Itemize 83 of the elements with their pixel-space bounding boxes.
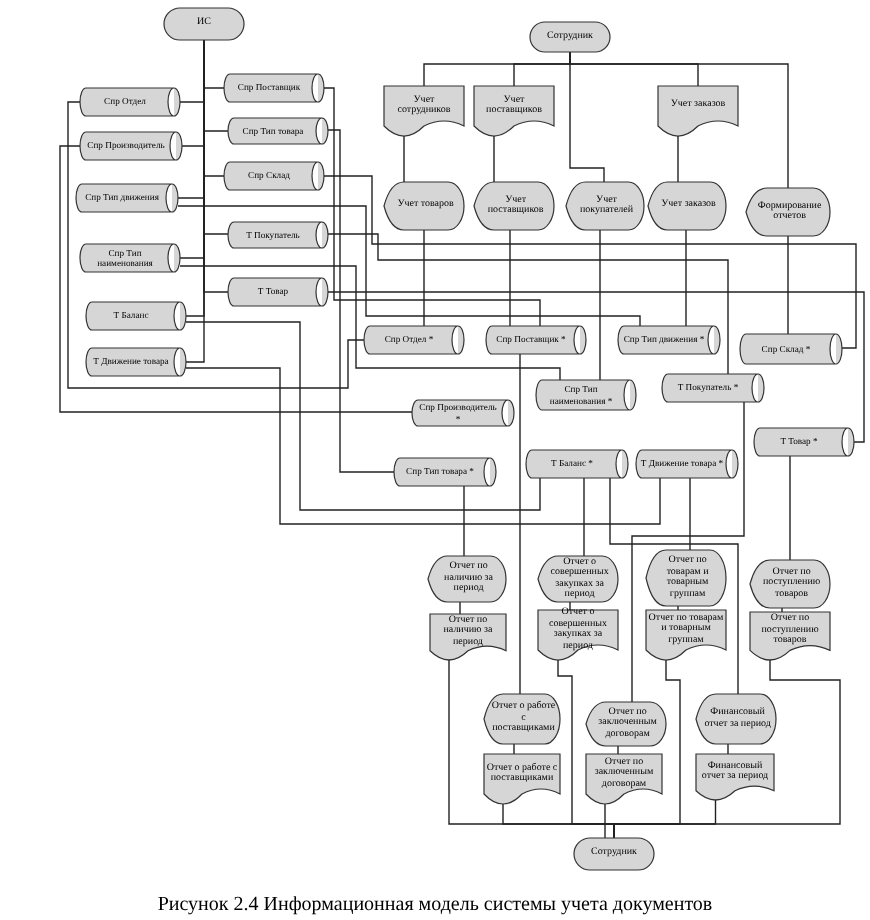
- data-store-cylinder: [80, 88, 180, 116]
- connector-line: [789, 455, 791, 561]
- document-shape: [696, 754, 774, 800]
- connector-line: [569, 601, 571, 611]
- connector-line: [677, 135, 679, 183]
- data-store-cylinder: [636, 450, 738, 478]
- data-store-cylinder: [86, 302, 186, 330]
- connector-line: [583, 477, 585, 557]
- document-shape: [484, 754, 560, 804]
- connector-line: [323, 175, 857, 349]
- data-store-cylinder: [224, 162, 324, 190]
- connector-line: [613, 799, 717, 839]
- display-shape: [474, 182, 554, 230]
- connector-line: [617, 745, 619, 755]
- data-store-cylinder: [740, 334, 842, 364]
- data-store-cylinder: [536, 380, 636, 410]
- connector-line: [185, 321, 541, 511]
- data-store-cylinder: [618, 326, 720, 354]
- display-shape: [746, 188, 830, 236]
- connector-line: [185, 367, 661, 525]
- connector-line: [327, 233, 729, 375]
- data-store-cylinder: [80, 132, 182, 160]
- connector-line: [59, 145, 413, 413]
- document-shape: [430, 614, 506, 660]
- connector-line: [685, 229, 687, 327]
- data-store-cylinder: [412, 400, 514, 426]
- data-store-cylinder: [224, 74, 324, 102]
- display-shape: [566, 182, 644, 230]
- document-shape: [750, 612, 830, 660]
- connector-line: [203, 39, 229, 293]
- data-store-cylinder: [228, 222, 328, 248]
- document-shape: [646, 610, 726, 660]
- connector-line: [323, 87, 541, 327]
- connector-line: [67, 101, 365, 389]
- display-shape: [586, 702, 666, 746]
- figure-caption: Рисунок 2.4 Информационная модель системы учета документов: [157, 894, 713, 916]
- display-shape: [696, 694, 776, 744]
- connector-line: [423, 229, 425, 327]
- connector-line: [727, 743, 729, 755]
- terminator-shape: [530, 22, 610, 52]
- data-store-cylinder: [228, 118, 328, 144]
- data-store-cylinder: [394, 458, 496, 486]
- connector-line: [513, 743, 515, 755]
- display-shape: [646, 550, 726, 606]
- connector-line: [599, 229, 601, 381]
- connector-line: [631, 401, 745, 703]
- connector-line: [177, 205, 641, 327]
- connector-line: [509, 229, 511, 327]
- data-store-cylinder: [486, 326, 586, 354]
- document-shape: [538, 610, 618, 660]
- display-shape: [538, 556, 618, 602]
- display-shape: [428, 556, 506, 602]
- data-store-cylinder: [662, 374, 764, 402]
- document-shape: [586, 754, 662, 804]
- connector-line: [519, 353, 521, 695]
- connector-line: [403, 135, 405, 183]
- document-shape: [658, 86, 738, 136]
- data-store-cylinder: [86, 348, 186, 376]
- data-store-cylinder: [526, 450, 628, 478]
- data-store-cylinder: [228, 278, 328, 306]
- display-shape: [750, 560, 830, 608]
- connector-line: [327, 129, 395, 473]
- connector-line: [787, 235, 789, 335]
- connector-line: [327, 291, 865, 443]
- connector-line: [179, 265, 561, 381]
- connector-line: [604, 803, 606, 839]
- data-store-cylinder: [80, 244, 180, 272]
- connector-line: [689, 477, 691, 551]
- display-shape: [384, 182, 464, 230]
- terminator-shape: [164, 8, 244, 40]
- display-shape: [484, 694, 560, 744]
- data-store-cylinder: [364, 326, 464, 354]
- document-shape: [474, 86, 554, 136]
- data-store-cylinder: [754, 428, 854, 456]
- connector-line: [569, 51, 789, 189]
- connector-line: [459, 601, 461, 615]
- document-shape: [384, 86, 464, 136]
- data-store-cylinder: [76, 184, 178, 212]
- connector-line: [609, 477, 739, 695]
- connector-line: [463, 485, 465, 557]
- display-shape: [648, 182, 726, 230]
- terminator-shape: [574, 838, 654, 870]
- connector-line: [493, 135, 495, 183]
